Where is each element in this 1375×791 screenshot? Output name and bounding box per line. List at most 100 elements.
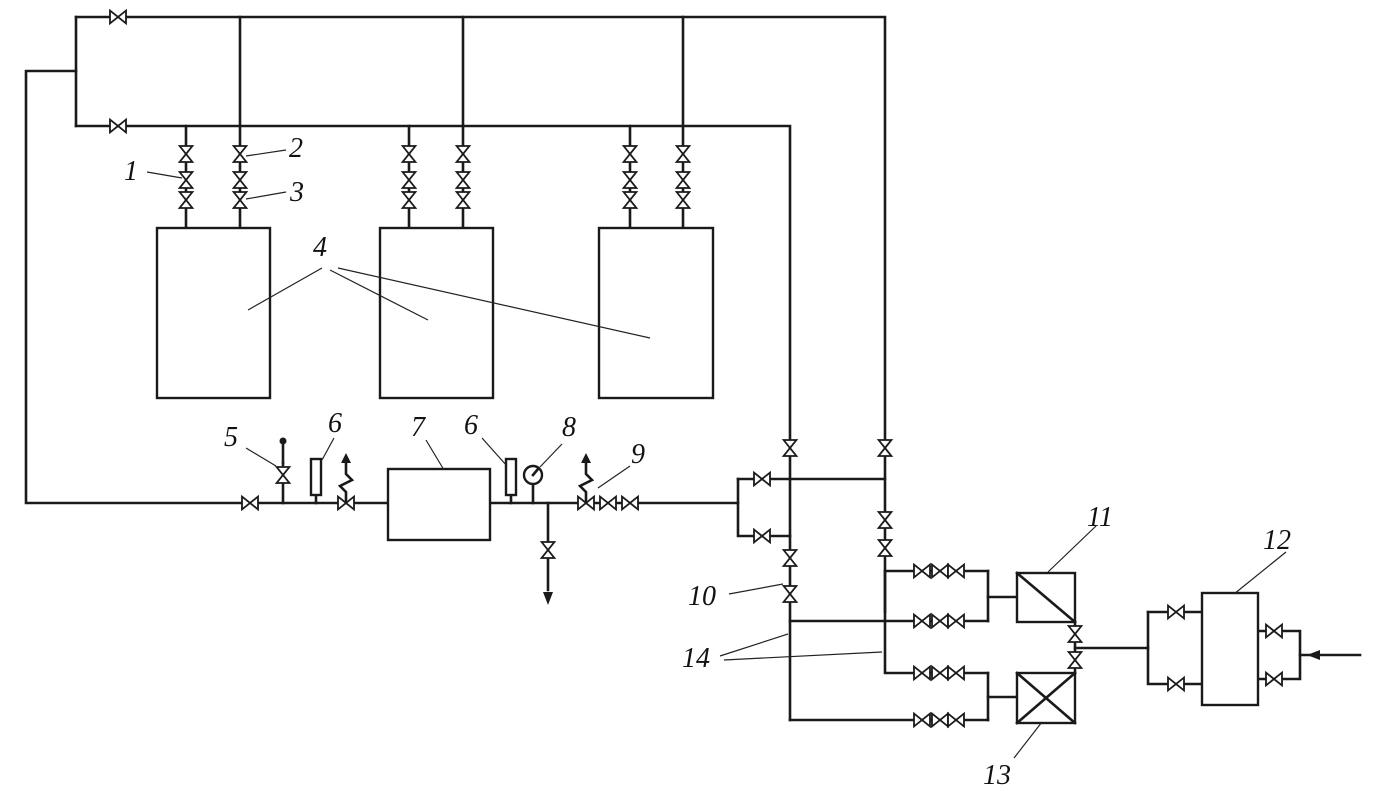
valve-manifold-bottom [109, 117, 127, 135]
tank-4c [597, 226, 715, 400]
tank-4a [155, 226, 272, 400]
valve-tank-12-in-bottom [1167, 675, 1185, 693]
tank-12 [1200, 591, 1260, 707]
valve-row-2-c [947, 612, 965, 630]
pressure-gauge-needle [531, 467, 540, 477]
valve-tank-12-out-bottom [1265, 670, 1283, 688]
valve-885-b [876, 539, 894, 557]
leader-8 [539, 443, 563, 468]
filter-11-in [986, 569, 1019, 599]
leader-6b [481, 437, 508, 467]
leader-5 [245, 447, 277, 467]
valve-10-b [781, 585, 799, 603]
valve-885-a [876, 511, 894, 529]
valve-stack-5-middle [621, 171, 639, 189]
valve-9-3 [621, 494, 639, 512]
label-2: 2 [289, 133, 303, 164]
label-11: 11 [1087, 502, 1113, 533]
leader-12 [1233, 551, 1287, 595]
leader-3 [245, 191, 287, 200]
valve-row-2-b [931, 612, 949, 630]
relief-valves-and-arrows [337, 453, 1320, 660]
label-3: 3 [289, 177, 304, 208]
leader-11 [1047, 525, 1097, 573]
tank-12-out-loop [1256, 629, 1302, 681]
valve-row-4-c [947, 711, 965, 729]
relief-arrow-9 [581, 453, 591, 463]
leader-14b [723, 651, 883, 661]
leader-4a [247, 267, 323, 311]
filter-13-diag-b [1015, 671, 1077, 725]
valve-stack-1-lower [177, 191, 195, 209]
sight-glass-6a [309, 457, 323, 497]
leader-9 [597, 465, 631, 489]
drain-arrow [543, 592, 553, 605]
label-6a: 6 [328, 408, 342, 439]
valve-stack-2-upper [231, 145, 249, 163]
label-8: 8 [562, 412, 576, 443]
valve-stack-2-middle [231, 171, 249, 189]
valve-filter-link-a [1066, 625, 1084, 643]
leader-14a [719, 633, 789, 657]
valve-stack-6-upper [674, 145, 692, 163]
valve-10-a [781, 549, 799, 567]
valve-row-4-b [931, 711, 949, 729]
valve-row-4-a [913, 711, 931, 729]
leader-2 [245, 149, 287, 157]
valve-stack-4-middle [454, 171, 472, 189]
feed-arrow [1307, 650, 1320, 660]
valve-row-1-b [931, 562, 949, 580]
leader-4c [337, 267, 651, 339]
top-header-pipe [74, 15, 887, 614]
valve-stack-3-upper [400, 145, 418, 163]
valve-stack-2-lower [231, 191, 249, 209]
label-7: 7 [411, 412, 426, 443]
bypass-loop [736, 477, 792, 538]
valve-row-2-a [913, 612, 931, 630]
label-4: 4 [313, 232, 327, 263]
valve-row-1-a [913, 562, 931, 580]
filter-13-in [986, 671, 1019, 699]
valve-bypass-bottom [753, 527, 771, 545]
valve-row-3-a [913, 664, 931, 682]
second-header-pipe [74, 124, 792, 722]
valve-5 [274, 466, 292, 484]
label-10: 10 [688, 581, 716, 612]
valve-row-3-b [931, 664, 949, 682]
valve-tank-12-out-top [1265, 622, 1283, 640]
valve-stack-3-lower [400, 191, 418, 209]
thermometer-bulb [279, 437, 287, 445]
leader-7 [425, 439, 445, 471]
leader-13 [1013, 721, 1043, 759]
valve-filter-link-b [1066, 651, 1084, 669]
valve-stack-4-upper [454, 145, 472, 163]
leader-10 [728, 583, 784, 595]
valve-riser-885 [876, 439, 894, 457]
valve-row-3-c [947, 664, 965, 682]
label-9: 9 [631, 439, 645, 470]
label-6b: 6 [464, 410, 478, 441]
valve-stack-1-middle [177, 171, 195, 189]
unit-7 [386, 467, 492, 542]
filter-11-diagonal [1015, 571, 1077, 624]
label-1: 1 [124, 156, 138, 187]
leader-1 [146, 171, 183, 179]
valve-stack-6-middle [674, 171, 692, 189]
valve-stack-5-upper [621, 145, 639, 163]
label-5: 5 [224, 422, 238, 453]
relief-spring-6a [337, 459, 355, 505]
relief-spring-9 [577, 459, 595, 505]
label-13: 13 [983, 760, 1011, 791]
valve-manifold-top [109, 8, 127, 26]
valve-riser-790 [781, 439, 799, 457]
valve-bypass-top [753, 470, 771, 488]
sight-glass-6b [504, 457, 518, 497]
valve-return-line [241, 494, 259, 512]
relief-arrow-6a [341, 453, 351, 463]
valve-stack-1-upper [177, 145, 195, 163]
callout-labels: 1 2 3 4 5 6 7 6 8 9 10 11 12 14 13 [124, 133, 1291, 791]
valve-9-2 [599, 494, 617, 512]
valve-stack-3-middle [400, 171, 418, 189]
left-return-pipe [24, 69, 390, 505]
